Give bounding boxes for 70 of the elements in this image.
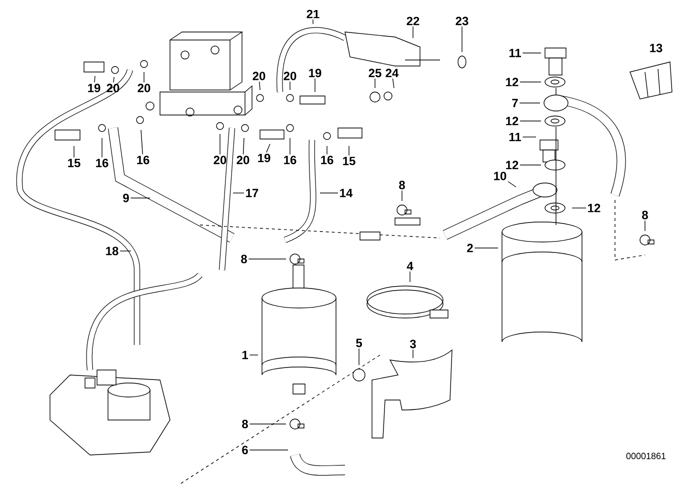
callout-number: 21 <box>306 10 320 18</box>
leader-line <box>374 78 376 88</box>
callout-number: 12 <box>506 160 518 170</box>
callout-number: 17 <box>246 188 258 198</box>
leader-line <box>644 220 646 232</box>
leader-line <box>520 164 542 166</box>
callout-number: 6 <box>242 446 248 454</box>
leader-line <box>232 192 244 194</box>
callout-number: 2 <box>467 244 473 252</box>
callout-number: 20 <box>214 156 226 164</box>
callout-number: 8 <box>242 420 248 428</box>
callout-number: 20 <box>284 72 296 80</box>
leader-line <box>412 349 414 358</box>
leader-line <box>392 78 394 88</box>
callout-number: 9 <box>123 194 129 202</box>
callout-number: 8 <box>642 210 648 220</box>
callout-number: 8 <box>399 180 405 190</box>
leader-line <box>314 78 316 92</box>
callout-number: 5 <box>356 338 362 348</box>
callout-number: 16 <box>321 156 334 164</box>
leader-line <box>140 130 143 155</box>
callout-number: 23 <box>456 16 468 26</box>
callout-number: 18 <box>106 246 118 256</box>
callout-number: 12 <box>506 116 518 126</box>
callout-number: 19 <box>258 154 270 162</box>
leader-line <box>94 76 96 83</box>
callout-number: 15 <box>343 156 356 166</box>
leader-line <box>113 76 114 83</box>
callout-number: 11 <box>509 48 521 58</box>
leader-line <box>326 146 328 155</box>
leader-line <box>249 354 258 356</box>
leader-line <box>320 192 338 194</box>
callout-number: 25 <box>368 68 382 78</box>
leader-line <box>412 26 414 38</box>
callout-number: 8 <box>241 254 247 264</box>
callout-number: 20 <box>252 72 266 80</box>
callout-number: 12 <box>506 78 518 86</box>
callout-number: 16 <box>284 156 296 164</box>
leader-line <box>248 258 286 260</box>
callout-number: 24 <box>386 68 399 78</box>
callout-number: 19 <box>309 68 322 78</box>
callout-number: 7 <box>512 98 518 108</box>
callout-number: 22 <box>406 16 420 26</box>
callout-number: 10 <box>494 172 506 180</box>
leader-line <box>520 120 542 122</box>
drawing-number: 00001861 <box>626 452 666 460</box>
callout-number: 15 <box>68 158 80 168</box>
leader-line <box>266 144 270 153</box>
callout-number: 1 <box>242 350 248 360</box>
leader-line <box>312 19 314 24</box>
leader-line <box>120 250 132 252</box>
callout-number: 16 <box>137 156 150 164</box>
leader-line <box>522 52 542 54</box>
callout-number: 4 <box>406 262 414 270</box>
callout-number: 16 <box>96 158 108 168</box>
callout-number: 13 <box>650 44 662 52</box>
callout-number: 3 <box>410 340 416 348</box>
callout-number: 11 <box>509 132 521 142</box>
leader-line <box>259 81 260 90</box>
callout-number: 19 <box>88 84 100 92</box>
leader-line <box>508 181 516 188</box>
leader-line <box>242 138 244 155</box>
callout-number: 20 <box>236 156 250 164</box>
leader-line <box>348 146 350 156</box>
leader-line <box>358 348 360 366</box>
leader-line <box>522 136 536 138</box>
callout-number: 12 <box>588 204 600 212</box>
callout-number: 14 <box>340 188 353 198</box>
callout-number: 20 <box>138 84 150 92</box>
leader-line <box>519 102 540 104</box>
